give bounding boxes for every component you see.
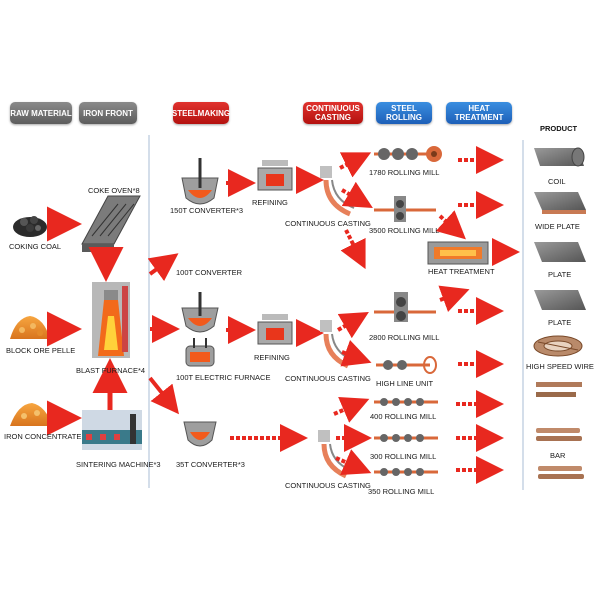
header-heat-treatment: HEAT TREATMENT: [446, 102, 512, 124]
flow-arrow: [340, 181, 373, 209]
label-rolling-mill-300: 300 ROLLING MILL: [370, 452, 437, 461]
label-blast-furnace: BLAST FURNACE*4: [76, 366, 146, 375]
flow-arrow: [147, 253, 179, 282]
label-electric-furnace: 100T ELECTRIC FURNACE: [176, 373, 271, 382]
flow-arrow: [435, 210, 466, 240]
header-steelmaking: STEELMAKING: [172, 102, 230, 124]
high-line-unit: [376, 356, 437, 374]
label-product-wide-plate: WIDE PLATE: [535, 222, 580, 231]
label-continuous-casting-3: CONTINUOUS CASTING: [285, 481, 371, 490]
label-continuous-casting-1: CONTINUOUS CASTING: [285, 219, 371, 228]
product-wire-coil-image: [533, 335, 583, 357]
rolling-mill-3500: [374, 196, 436, 222]
flow-arrow: [340, 340, 372, 367]
label-rolling-mill-1780: 1780 ROLLING MILL: [369, 168, 440, 177]
header-iron-front: IRON FRONT: [79, 102, 137, 124]
rolling-mill-2800: [374, 292, 436, 322]
rolling-mill-300: [374, 434, 438, 442]
product-wide-plate-image: [534, 192, 586, 214]
label-coking-coal: COKING COAL: [9, 242, 62, 251]
continuous-casting-machine-1: [320, 166, 355, 217]
block-ore-pile: [10, 316, 50, 339]
flow-arrow: [340, 229, 366, 270]
label-high-line-unit: HIGH LINE UNIT: [376, 379, 434, 388]
label-product-bar: BAR: [550, 451, 566, 460]
label-rolling-mill-350: 350 ROLLING MILL: [368, 487, 435, 496]
header-raw-material: RAW MATERIAL: [10, 102, 72, 124]
label-converter-35t: 35T CONVERTER*3: [176, 460, 245, 469]
product-plate-image-1: [534, 242, 586, 262]
product-section-bar-image: [536, 382, 582, 397]
label-continuous-casting-2: CONTINUOUS CASTING: [285, 374, 371, 383]
label-iron-concentrate: IRON CONCENTRATE: [4, 432, 82, 441]
refining-unit-1: [257, 160, 293, 191]
header-continuous-casting: CONTINUOUS CASTING: [303, 102, 363, 124]
converter-150t-vessel: [181, 158, 219, 205]
label-product-plate-2: PLATE: [548, 318, 572, 327]
rolling-mill-1780: [374, 146, 442, 162]
flow-arrow: [438, 285, 470, 312]
label-converter-100t: 100T CONVERTER: [176, 268, 242, 277]
label-block-ore: BLOCK ORE PELLE: [6, 346, 76, 355]
label-coke-oven: COKE OVEN*8: [88, 186, 140, 195]
label-rolling-mill-2800: 2800 ROLLING MILL: [369, 333, 440, 342]
product-plate-image-2: [534, 290, 586, 310]
product-bar-image: [536, 428, 584, 479]
heat-treatment-furnace: [427, 241, 489, 265]
label-refining-1: REFINING: [252, 198, 288, 207]
label-rolling-mill-3500: 3500 ROLLING MILL: [369, 226, 440, 235]
flow-arrow: [333, 397, 370, 423]
label-product-high-speed-wire: HIGH SPEED WIRE: [526, 362, 594, 371]
converter-35t-vessel: [183, 421, 217, 447]
converter-100t-vessel: [181, 292, 219, 333]
rolling-mill-400: [374, 398, 438, 406]
sintering-machine: [82, 410, 142, 450]
label-product-coil: COIL: [548, 177, 566, 186]
label-product-plate-1: PLATE: [548, 270, 572, 279]
label-heat-treatment: HEAT TREATMENT: [428, 267, 495, 276]
label-refining-2: REFINING: [254, 353, 290, 362]
flow-arrow: [336, 311, 369, 339]
label-converter-150t: 150T CONVERTER*3: [170, 206, 244, 215]
electric-furnace-vessel: [185, 338, 215, 367]
coking-coal-pile: [13, 216, 47, 237]
header-product: PRODUCT: [540, 124, 578, 133]
label-sintering-machine: SINTERING MACHINE*3: [76, 460, 161, 469]
iron-concentrate-pile: [10, 403, 52, 426]
blast-furnace-machine: [92, 282, 130, 358]
product-coil-image: [534, 147, 585, 167]
flow-arrow: [148, 376, 179, 415]
flow-arrow: [339, 152, 372, 178]
flow-arrow: [335, 449, 372, 475]
coke-oven-machine: [81, 195, 141, 252]
rolling-mill-350: [374, 468, 438, 476]
refining-unit-2: [257, 314, 293, 345]
header-steel-rolling: STEEL ROLLING: [376, 102, 432, 124]
label-rolling-mill-400: 400 ROLLING MILL: [370, 412, 437, 421]
